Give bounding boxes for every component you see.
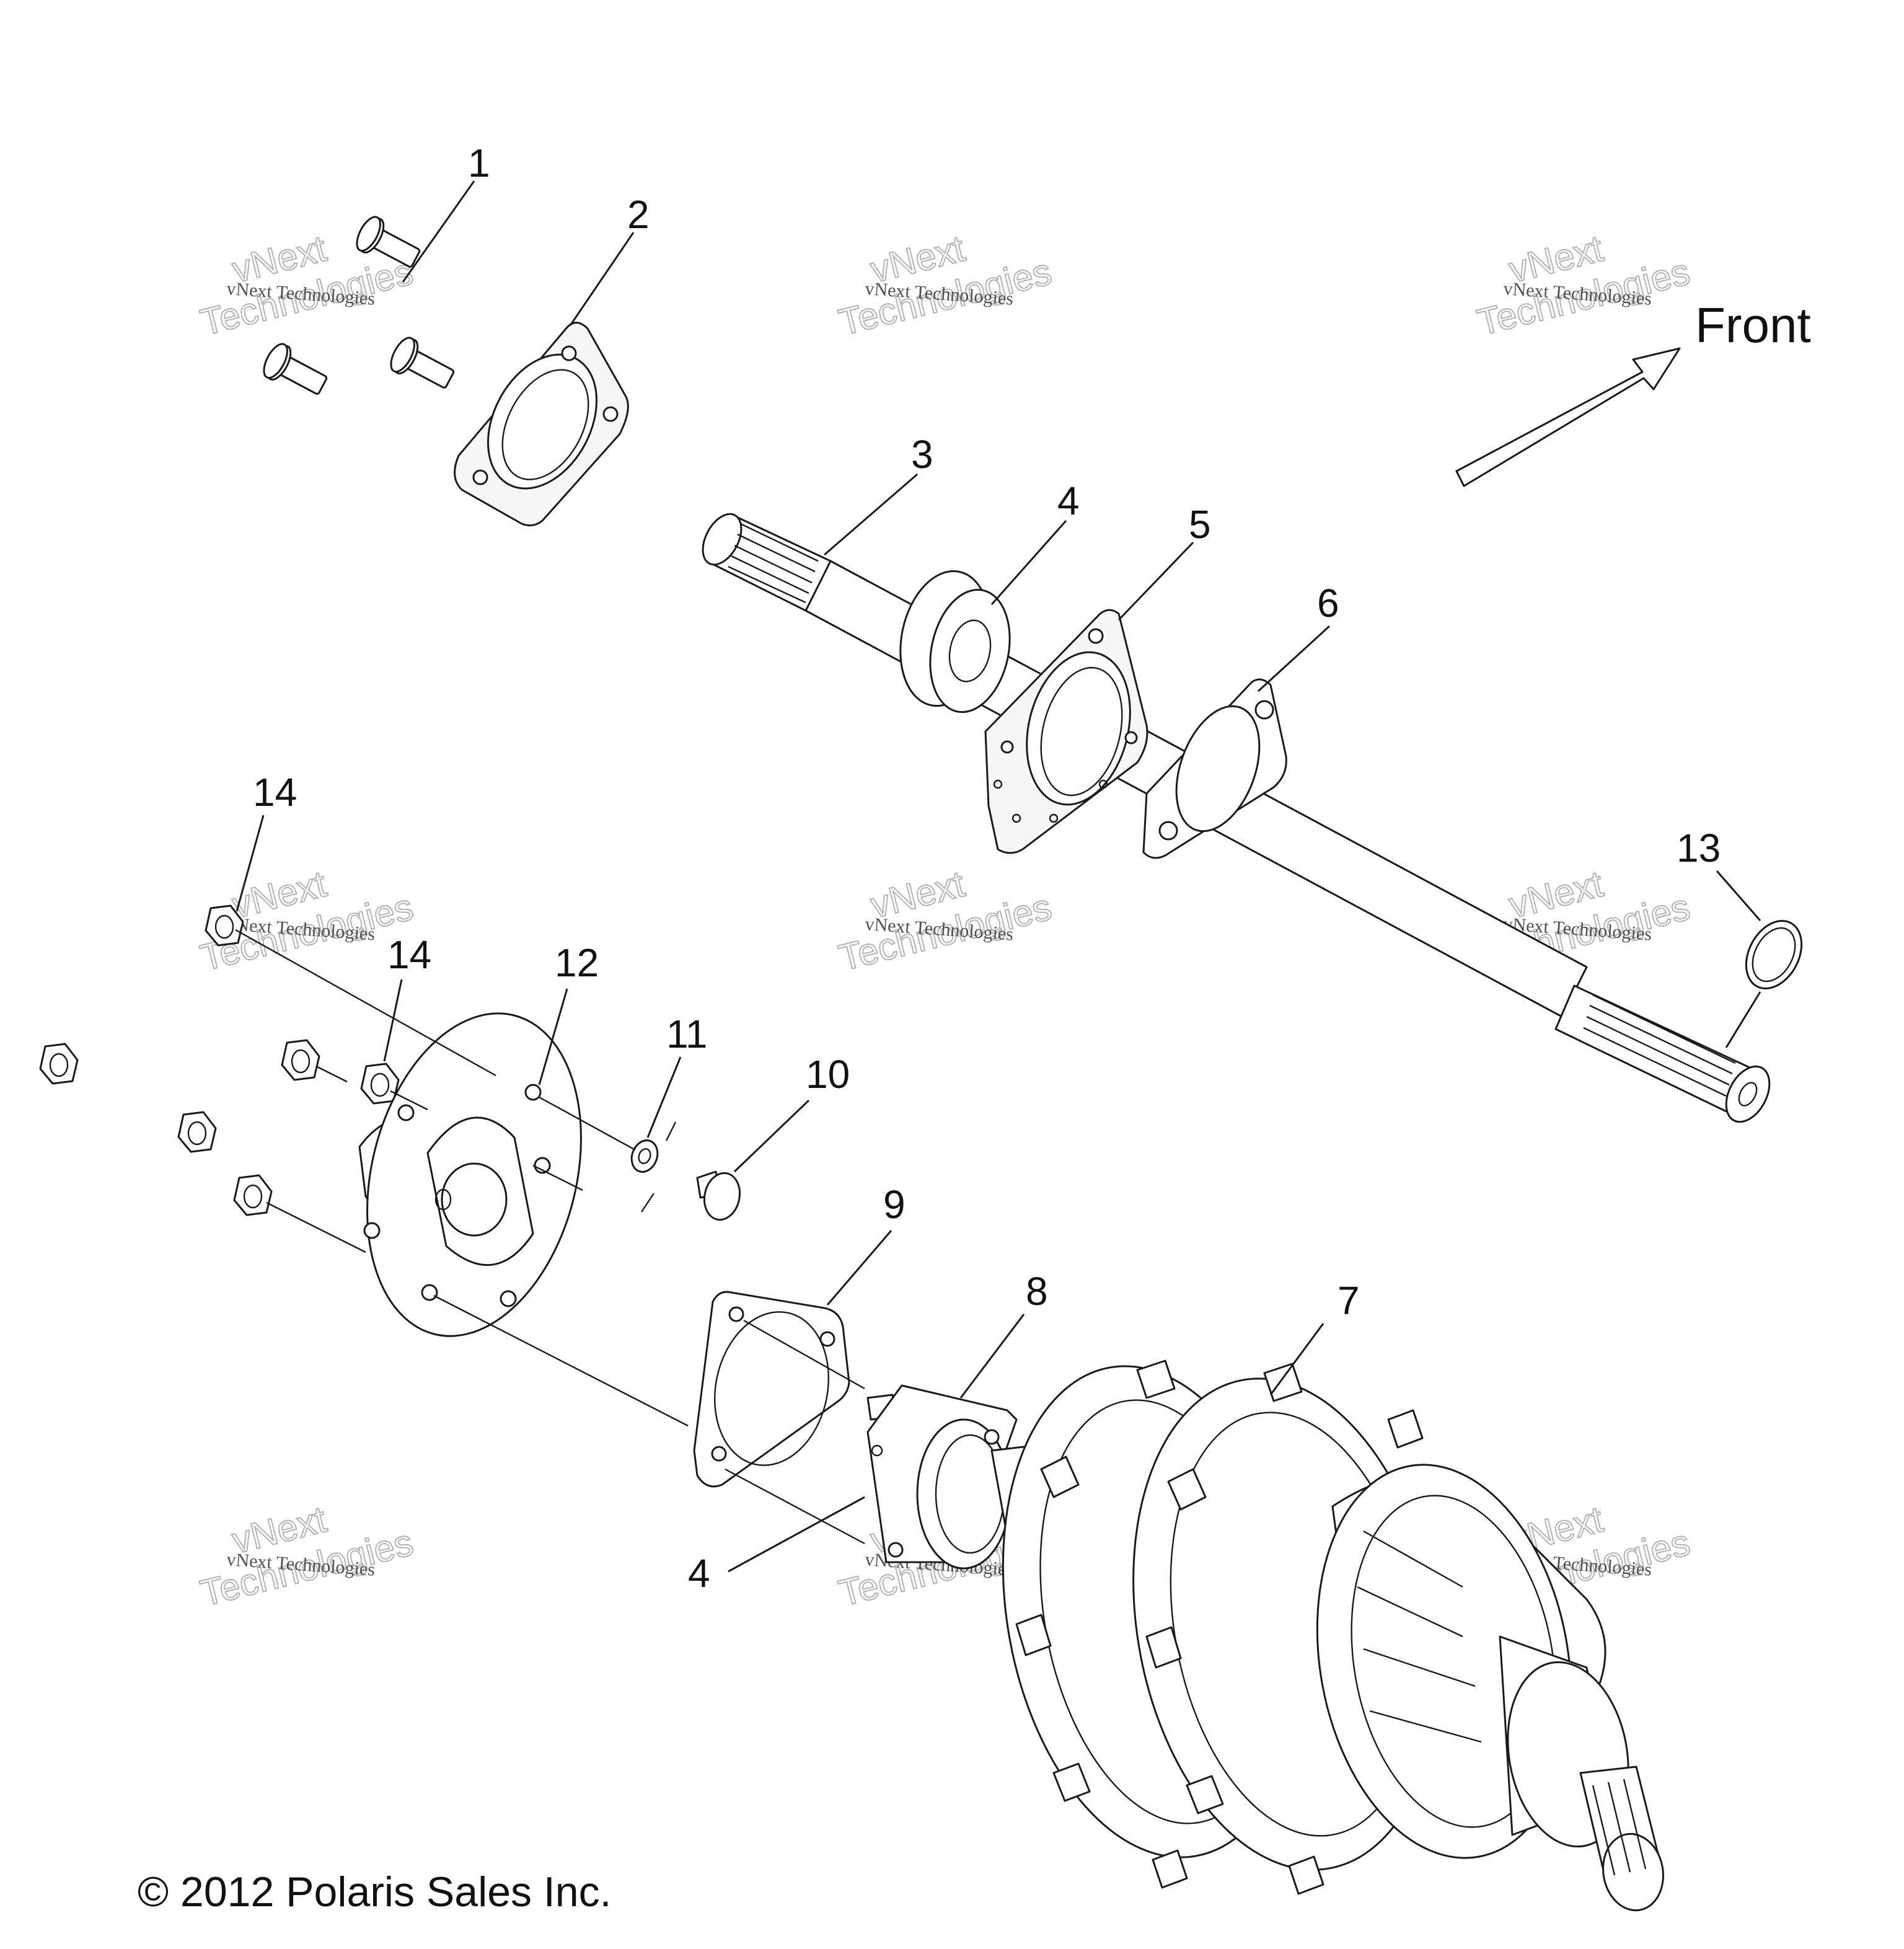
part-9-gasket xyxy=(693,1291,850,1488)
part-12-hub-flange xyxy=(358,1012,582,1337)
part-8-bearing-flange xyxy=(866,1384,1018,1570)
copyright-text: © 2012 Polaris Sales Inc. xyxy=(138,1868,612,1916)
part-14-nuts xyxy=(39,904,400,1216)
callout-14-upper: 14 xyxy=(253,770,297,815)
callout-10: 10 xyxy=(806,1052,850,1097)
callout-5: 5 xyxy=(1189,502,1211,547)
callout-7: 7 xyxy=(1338,1278,1360,1323)
part-7-drive-sprocket-assembly xyxy=(990,1359,1664,1912)
part-13-o-ring xyxy=(1745,919,1803,990)
callout-8: 8 xyxy=(1026,1269,1048,1314)
front-direction-arrow: Front xyxy=(1455,298,1811,487)
part-10-pin xyxy=(696,1170,741,1221)
callout-labels: 1 2 3 4 5 6 7 8 9 10 11 12 13 14 14 4 xyxy=(253,141,1721,1596)
part-6-flange-ring xyxy=(1142,678,1287,859)
alignment-lines xyxy=(235,929,865,1545)
front-label: Front xyxy=(1695,298,1811,353)
sprocket-teeth xyxy=(1015,1359,1424,1895)
callout-1: 1 xyxy=(468,141,490,185)
callout-11: 11 xyxy=(666,1012,707,1056)
part-3-splined-shaft xyxy=(702,513,1771,1123)
callout-9: 9 xyxy=(883,1182,906,1227)
part-5-bearing-housing xyxy=(984,609,1148,854)
callout-4-lower: 4 xyxy=(688,1551,710,1596)
callout-13: 13 xyxy=(1677,826,1721,870)
callout-leaders xyxy=(236,180,1761,1573)
callout-6: 6 xyxy=(1317,581,1339,625)
callout-14-lower: 14 xyxy=(387,932,431,977)
callout-4-upper: 4 xyxy=(1057,479,1080,523)
callout-3: 3 xyxy=(911,432,933,477)
part-11-washer xyxy=(630,1121,677,1213)
part-2-flange-plate xyxy=(454,322,629,527)
part-4-bearing-upper xyxy=(899,570,1011,714)
callout-12: 12 xyxy=(555,940,599,985)
callout-2: 2 xyxy=(627,192,650,237)
part-1-bolts xyxy=(263,216,455,395)
